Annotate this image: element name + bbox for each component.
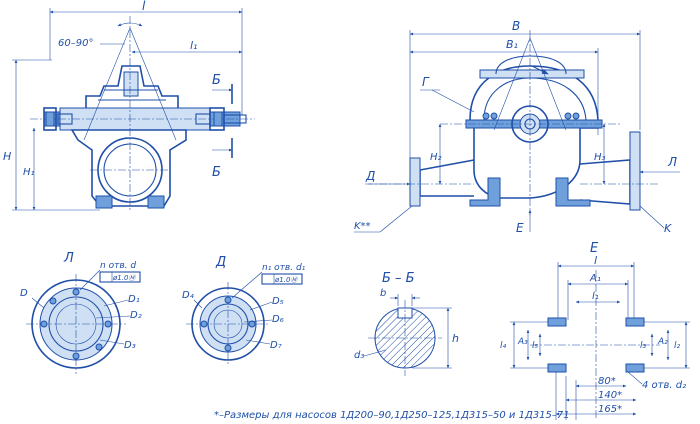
label-G: Г xyxy=(422,75,430,89)
dim-B1: B₁ xyxy=(506,38,518,51)
flange-D-holes: n₁ отв. d₁ xyxy=(262,263,306,273)
label-L: Л xyxy=(667,155,677,169)
flange-L: Л n отв. d ø1.0Ⓜ D D₁ D₂ D₃ xyxy=(20,251,142,374)
section-BB-b: b xyxy=(380,288,386,299)
section-BB-d3: d₃ xyxy=(354,350,364,361)
flange-D-D4: D₄ xyxy=(182,290,194,301)
section-b-top: Б xyxy=(212,73,221,88)
angle-label: 60–90° xyxy=(58,38,93,49)
dim-H3: H₃ xyxy=(594,152,606,163)
view-E-title: E xyxy=(590,241,599,256)
flange-L-tol: ø1.0Ⓜ xyxy=(112,274,136,282)
flange-D-D7: D₇ xyxy=(270,340,282,351)
dim-B: B xyxy=(512,19,520,33)
dim-H1: H₁ xyxy=(23,167,35,178)
flange-L-D: D xyxy=(20,288,28,299)
flange-D: Д n₁ отв. d₁ ø1.0Ⓜ D₄ D₅ D₆ D₇ xyxy=(182,255,306,366)
flange-D-title: Д xyxy=(215,255,226,270)
flange-L-title: Л xyxy=(63,251,74,266)
view-E-l5: l₅ xyxy=(532,341,539,351)
view-E-140: 140* xyxy=(598,390,622,401)
section-b-bottom: Б xyxy=(212,165,221,180)
flange-D-D5: D₅ xyxy=(272,296,284,307)
flange-D-tol: ø1.0Ⓜ xyxy=(274,276,298,284)
flange-L-D1: D₁ xyxy=(128,294,140,305)
view-E-l1: l₁ xyxy=(592,291,599,302)
view-E-l2: l₂ xyxy=(674,341,681,351)
section-BB-h: h xyxy=(452,332,459,345)
section-BB-title: Б – Б xyxy=(382,271,415,286)
view-E-holes: 4 отв. d₂ xyxy=(642,380,686,391)
view-E-A2: A₂ xyxy=(657,337,668,347)
label-K: K xyxy=(664,222,672,235)
view-E-l: l xyxy=(594,254,597,267)
view-E: E l A₁ l₁ l₄ A₃ l₅ l₂ A₂ xyxy=(500,241,690,420)
view-E-165: 165* xyxy=(598,404,622,415)
dim-l1: l₁ xyxy=(190,39,197,52)
view-E-80: 80* xyxy=(598,376,616,387)
dim-H: H xyxy=(3,150,11,163)
flange-L-D3: D₃ xyxy=(124,340,136,351)
label-E: E xyxy=(516,221,524,235)
flange-D-D6: D₆ xyxy=(272,314,284,325)
view-E-l3: l₃ xyxy=(640,341,647,351)
label-K-star: K** xyxy=(354,221,371,232)
flange-L-D2: D₂ xyxy=(130,310,142,321)
label-D: Д xyxy=(365,169,375,183)
section-BB: Б – Б b h d₃ xyxy=(354,271,459,376)
front-view: l 60–90° l₁ H H₁ xyxy=(3,0,255,212)
side-view: B B₁ xyxy=(354,19,680,235)
view-E-l4: l₄ xyxy=(500,341,507,351)
flange-L-holes: n отв. d xyxy=(100,261,136,271)
dim-l: l xyxy=(142,0,146,13)
view-E-A3: A₃ xyxy=(517,337,528,347)
view-E-A1: A₁ xyxy=(589,273,601,284)
footnote: *–Размеры для насосов 1Д200–90,1Д250–125… xyxy=(214,410,570,421)
dim-H2: H₂ xyxy=(430,152,442,163)
